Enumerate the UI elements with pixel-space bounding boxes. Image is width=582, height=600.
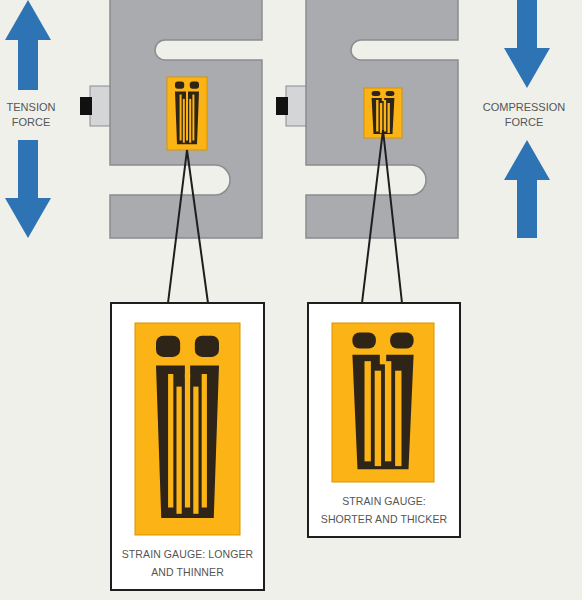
compression-arrow (504, 140, 550, 238)
strain-gauge-large (332, 323, 434, 482)
force-label: TENSION FORCE (2, 100, 60, 130)
strain-gauge-small (167, 77, 207, 150)
callout-box: STRAIN GAUGE: LONGER AND THINNER (110, 302, 265, 591)
callout-box: STRAIN GAUGE: SHORTER AND THICKER (307, 302, 461, 538)
callout-caption: STRAIN GAUGE: LONGER AND THINNER (112, 545, 263, 589)
callout-leader (168, 150, 208, 303)
compression-load-cell (276, 0, 458, 238)
tension-arrow (5, 140, 51, 238)
callout-caption: STRAIN GAUGE: SHORTER AND THICKER (309, 492, 459, 536)
tension-load-cell (80, 0, 262, 238)
callout-leader (362, 130, 402, 303)
callout-ground (110, 302, 461, 591)
strain-gauge-large (135, 323, 240, 535)
tension-arrow (5, 0, 51, 90)
compression-arrow (504, 0, 550, 88)
force-label: COMPRESSION FORCE (468, 100, 580, 130)
